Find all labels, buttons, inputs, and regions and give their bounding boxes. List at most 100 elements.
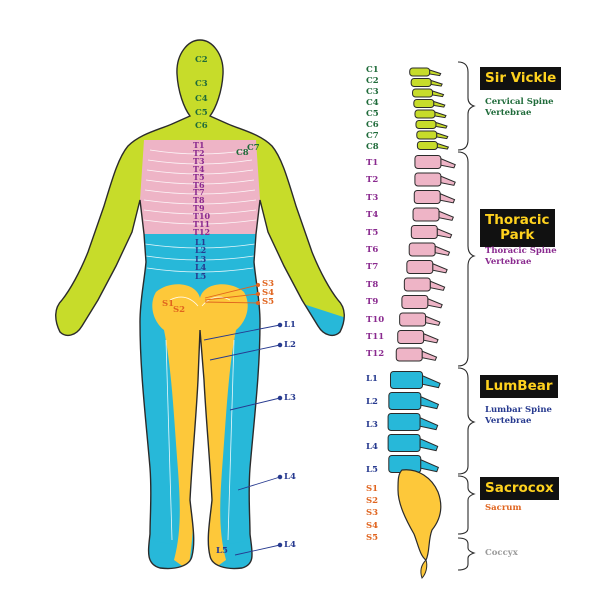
body-label-s4: S4 — [262, 288, 275, 298]
spine-label-lumbar: L2 — [366, 396, 378, 407]
body-label-leg-l4: L4 — [284, 472, 296, 482]
vertebra-process-thoracic — [434, 245, 451, 256]
vertebra-process-thoracic — [423, 333, 439, 344]
body-label-foot-l5: L5 — [216, 546, 228, 556]
spine-label-cervical: C5 — [366, 109, 379, 119]
sacrum-shape — [397, 469, 442, 561]
vertebra-lumbar — [387, 434, 421, 452]
body-thoracic-label: T2 — [193, 147, 205, 158]
body-thoracic-label: T11 — [193, 219, 211, 229]
body-label-c5: C5 — [195, 108, 208, 118]
spine-label-thoracic: T6 — [366, 245, 379, 255]
vertebra-thoracic — [403, 277, 431, 292]
spine-label-thoracic: T3 — [366, 192, 379, 203]
spine-label-thoracic: T12 — [366, 349, 385, 360]
vertebra-process-cervical — [434, 111, 447, 119]
vertebra-thoracic — [399, 312, 427, 327]
body-lumbar-label: L2 — [195, 245, 207, 256]
spine-label-sacral: S2 — [366, 496, 379, 507]
cervical-subtitle-line2: Vertebrae — [485, 108, 532, 118]
vertebra-cervical — [412, 88, 434, 98]
vertebra-thoracic — [397, 330, 425, 344]
spine-label-thoracic: T1 — [366, 158, 379, 168]
spine-label-sacral: S4 — [366, 520, 379, 531]
body-label-s1: S1 — [162, 299, 175, 309]
thoracic-title-line2: Park — [500, 227, 535, 243]
body-thoracic-label: T12 — [193, 226, 211, 237]
vertebra-thoracic — [395, 347, 423, 362]
vertebra-process-thoracic — [440, 158, 456, 169]
spine-label-thoracic: T8 — [366, 279, 379, 290]
spine-label-cervical: C2 — [366, 76, 379, 86]
body-label-leg-l2: L2 — [284, 340, 296, 350]
vertebra-process-thoracic — [429, 280, 446, 291]
body-label-s3: S3 — [262, 279, 275, 289]
spine-label-thoracic: T10 — [366, 314, 385, 325]
spine-label-sacral: S5 — [366, 532, 379, 543]
spine-label-thoracic: T7 — [366, 262, 379, 273]
vertebra-process-cervical — [435, 121, 448, 129]
thoracic-subtitle-line2: Vertebrae — [485, 257, 532, 267]
spine-label-cervical: C1 — [366, 65, 379, 75]
body-thoracic-label: T1 — [193, 140, 205, 150]
body-label-s5: S5 — [262, 297, 275, 307]
spine-label-thoracic: T2 — [366, 175, 379, 186]
coccyx-shape — [420, 559, 428, 579]
body-label-s2: S2 — [173, 305, 186, 315]
body-thoracic-label: T5 — [193, 171, 205, 182]
vertebra-thoracic — [412, 207, 440, 222]
spine-label-thoracic: T9 — [366, 297, 379, 308]
body-label-c4: C4 — [195, 94, 208, 104]
vertebra-process-thoracic — [432, 263, 448, 274]
vertebra-thoracic — [408, 242, 436, 257]
vertebra-process-lumbar — [419, 416, 439, 431]
spine-label-cervical: C7 — [366, 131, 379, 141]
vertebra-lumbar — [388, 392, 422, 410]
body-thoracic-label: T7 — [193, 187, 205, 198]
vertebra-lumbar — [387, 413, 421, 431]
vertebra-process-lumbar — [420, 395, 440, 410]
body-lumbar-label: L5 — [195, 270, 207, 281]
thoracic-subtitle-line1: Thoracic Spine — [485, 246, 557, 256]
thoracic-section-title: Thoracic Park — [480, 209, 555, 247]
body-lumbar-label: L4 — [195, 262, 207, 273]
vertebra-thoracic — [410, 225, 438, 239]
vertebra-thoracic — [406, 260, 434, 274]
vertebra-process-cervical — [436, 132, 449, 140]
spine-label-lumbar: L3 — [366, 419, 378, 430]
coccyx-subtitle: Coccyx — [485, 548, 518, 558]
vertebra-process-thoracic — [436, 228, 453, 239]
spine-label-thoracic: T4 — [366, 210, 379, 221]
vertebra-thoracic — [413, 190, 441, 204]
vertebra-thoracic — [401, 295, 429, 309]
vertebra-cervical — [409, 67, 431, 77]
body-lumbar-label: L3 — [195, 253, 207, 264]
spine-label-thoracic: T5 — [366, 227, 379, 238]
body-label-c2: C2 — [195, 55, 208, 65]
vertebra-process-thoracic — [439, 193, 456, 204]
vertebra-process-thoracic — [425, 315, 441, 326]
spine-label-lumbar: L1 — [366, 374, 378, 384]
body-label-c7: C7 — [247, 143, 260, 153]
vertebra-process-thoracic — [421, 350, 438, 361]
spine-label-cervical: C6 — [366, 120, 379, 130]
thoracic-title-line1: Thoracic — [485, 212, 550, 228]
spine-label-sacral: S1 — [366, 484, 379, 494]
spine-label-cervical: C3 — [366, 87, 379, 97]
body-thoracic-label: T4 — [193, 163, 205, 174]
cervical-section-title: Sir Vickle — [480, 67, 562, 90]
vertebra-process-cervical — [436, 142, 450, 150]
vertebra-cervical — [416, 141, 438, 150]
vertebra-process-cervical — [429, 69, 442, 77]
body-label-foot-l4: L4 — [284, 540, 296, 550]
vertebra-cervical — [414, 109, 436, 119]
body-thoracic-label: T6 — [193, 179, 205, 190]
vertebra-process-cervical — [433, 100, 446, 108]
vertebra-process-lumbar — [421, 374, 441, 389]
body-label-leg-l1: L1 — [284, 320, 296, 330]
vertebra-process-cervical — [432, 90, 445, 98]
body-thoracic-label: T8 — [193, 195, 205, 206]
vertebra-cervical — [416, 130, 438, 140]
